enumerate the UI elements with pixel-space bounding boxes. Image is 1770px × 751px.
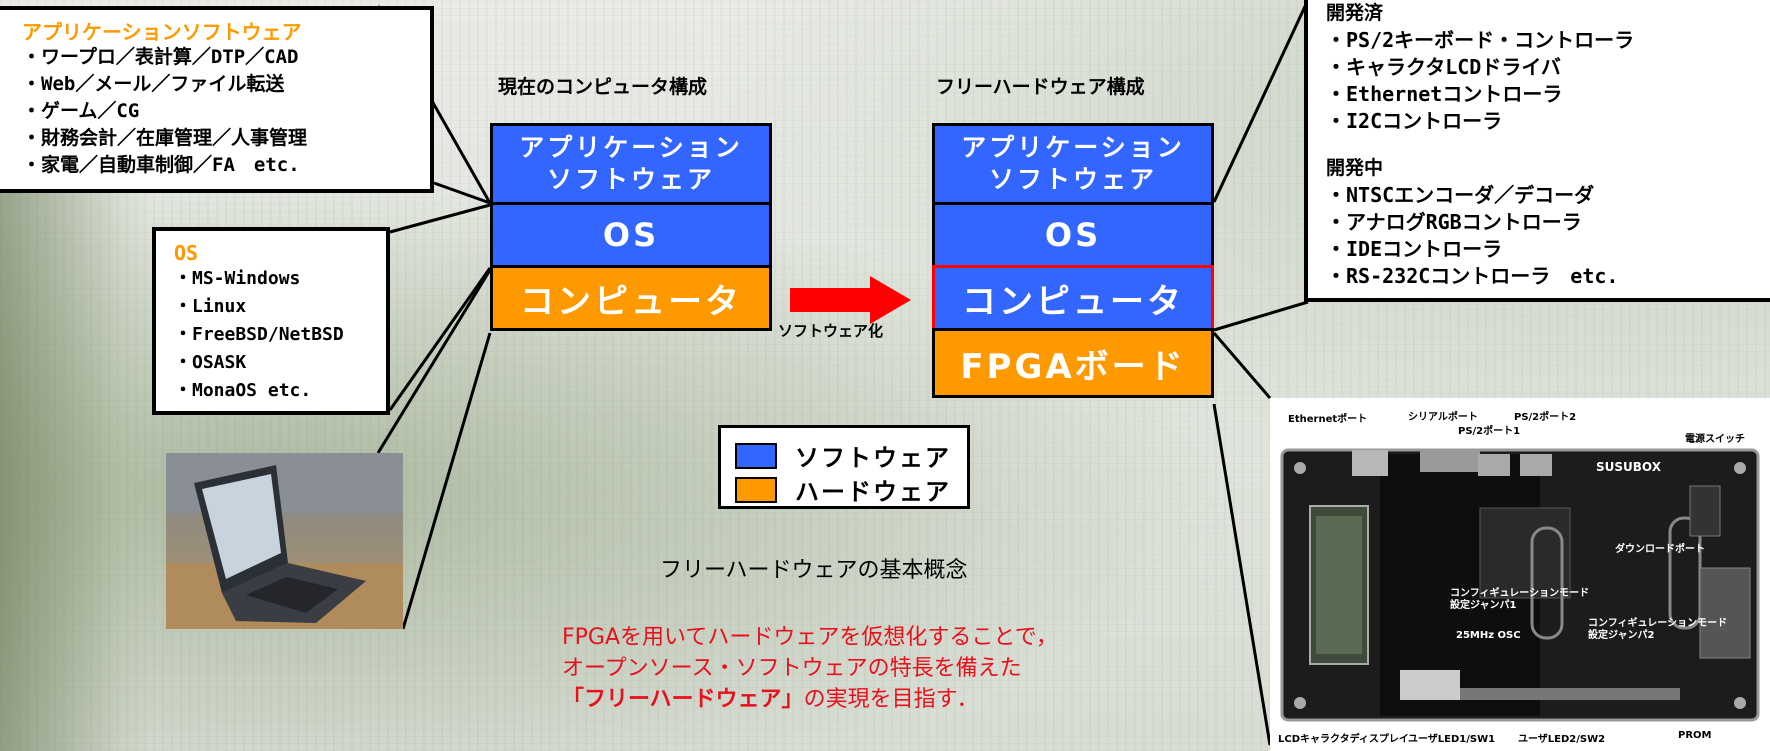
legend-software-label: ソフトウェア bbox=[795, 444, 951, 472]
board-label-serial: シリアルポート bbox=[1408, 412, 1478, 423]
fpga-board-photo: Ethernetポート シリアルポート PS/2ポート1 PS/2ポート2 電源… bbox=[1270, 398, 1770, 751]
done-item: ・PS/2キーボード・コントローラ bbox=[1326, 28, 1635, 52]
legend: ソフトウェア ハードウェア bbox=[718, 425, 970, 509]
done-item: ・Ethernetコントローラ bbox=[1326, 82, 1563, 106]
background-shade bbox=[0, 180, 150, 751]
app-software-layer: アプリケーション ソフトウェア bbox=[932, 123, 1214, 205]
board-label-config1: コンフィギュレーションモード 設定ジャンパ1 bbox=[1450, 588, 1590, 611]
os-box-title: OS bbox=[174, 241, 199, 265]
goal-free-hardware: 「フリーハードウェア」 bbox=[562, 687, 804, 712]
computer-layer: コンピュータ bbox=[932, 265, 1214, 331]
wip-item: ・NTSCエンコーダ／デコーダ bbox=[1326, 183, 1595, 207]
app-box-item: ・ワープロ／表計算／DTP／CAD bbox=[22, 46, 299, 68]
os-layer: OS bbox=[932, 202, 1214, 268]
goal-statement: FPGAを用いてハードウェアを仮想化することで， オープンソース・ソフトウェアの… bbox=[562, 622, 1058, 715]
done-item: ・I2Cコントローラ bbox=[1326, 109, 1503, 133]
application-software-box: アプリケーションソフトウェア ・ワープロ／表計算／DTP／CAD ・Web／メー… bbox=[0, 6, 434, 193]
goal-line-2: オープンソース・ソフトウェアの特長を備えた bbox=[562, 656, 1022, 681]
done-title: 開発済 bbox=[1326, 2, 1384, 24]
os-box: OS ・MS-Windows ・Linux ・FreeBSD/NetBSD ・O… bbox=[152, 227, 390, 415]
app-software-layer: アプリケーション ソフトウェア bbox=[490, 123, 772, 205]
app-box-title: アプリケーションソフトウェア bbox=[22, 20, 302, 44]
laptop-photo bbox=[166, 453, 403, 629]
computer-layer: コンピュータ bbox=[490, 265, 772, 331]
arrow-label: ソフトウェア化 bbox=[778, 322, 884, 340]
board-label-led2: ユーザLED2/SW2 bbox=[1518, 734, 1606, 745]
legend-hardware-swatch bbox=[735, 476, 777, 503]
app-box-item: ・Web／メール／ファイル転送 bbox=[22, 73, 285, 95]
board-label-ps2-1: PS/2ポート1 bbox=[1458, 426, 1521, 437]
board-label-ps2-2: PS/2ポート2 bbox=[1514, 412, 1577, 423]
fpga-board-layer: FPGAボード bbox=[932, 328, 1214, 398]
board-label-config2: コンフィギュレーションモード 設定ジャンパ2 bbox=[1588, 618, 1728, 641]
legend-hardware-label: ハードウェア bbox=[795, 478, 951, 506]
board-label-osc: 25MHz OSC bbox=[1456, 630, 1521, 641]
app-box-item: ・財務会計／在庫管理／人事管理 bbox=[22, 127, 308, 149]
current-stack-title: 現在のコンピュータ構成 bbox=[498, 76, 708, 98]
wip-item: ・IDEコントローラ bbox=[1326, 237, 1503, 261]
os-box-item: ・FreeBSD/NetBSD bbox=[174, 324, 344, 345]
os-box-item: ・OSASK bbox=[174, 352, 247, 373]
board-label-prom: PROM bbox=[1678, 730, 1712, 741]
legend-software-swatch bbox=[735, 442, 777, 469]
goal-line-1: FPGAを用いてハードウェアを仮想化することで， bbox=[562, 625, 1058, 650]
goal-line-3: 「フリーハードウェア」の実現を目指す． bbox=[562, 684, 1058, 715]
wip-item: ・RS-232Cコントローラ etc. bbox=[1326, 264, 1619, 288]
free-stack: アプリケーション ソフトウェア OS コンピュータ FPGAボード bbox=[932, 123, 1214, 398]
development-box: 開発済 ・PS/2キーボード・コントローラ ・キャラクタLCDドライバ ・Eth… bbox=[1304, 0, 1770, 302]
board-label-led1: ユーザLED1/SW1 bbox=[1408, 734, 1496, 745]
wip-item: ・アナログRGBコントローラ bbox=[1326, 210, 1582, 234]
red-arrow bbox=[790, 276, 911, 324]
board-label-power: 電源スイッチ bbox=[1685, 434, 1745, 445]
board-label-ethernet: Ethernetポート bbox=[1288, 414, 1368, 425]
app-box-item: ・家電／自動車制御／FA etc. bbox=[22, 154, 300, 176]
board-label-download: ダウンロードポート bbox=[1615, 544, 1705, 555]
os-box-item: ・Linux bbox=[174, 296, 247, 317]
goal-line-3-rest: の実現を目指す． bbox=[803, 687, 979, 712]
board-brand: SUSUBOX bbox=[1596, 460, 1661, 474]
current-stack: アプリケーション ソフトウェア OS コンピュータ bbox=[490, 123, 772, 331]
done-item: ・キャラクタLCDドライバ bbox=[1326, 55, 1561, 79]
os-layer: OS bbox=[490, 202, 772, 268]
os-box-item: ・MonaOS etc. bbox=[174, 380, 312, 401]
free-stack-title: フリーハードウェア構成 bbox=[936, 76, 1145, 98]
app-box-item: ・ゲーム／CG bbox=[22, 100, 140, 122]
board-label-lcd: LCDキャラクタディスプレイ bbox=[1278, 734, 1409, 745]
diagram-caption: フリーハードウェアの基本概念 bbox=[660, 558, 968, 583]
os-box-item: ・MS-Windows bbox=[174, 268, 301, 289]
wip-title: 開発中 bbox=[1326, 157, 1384, 179]
